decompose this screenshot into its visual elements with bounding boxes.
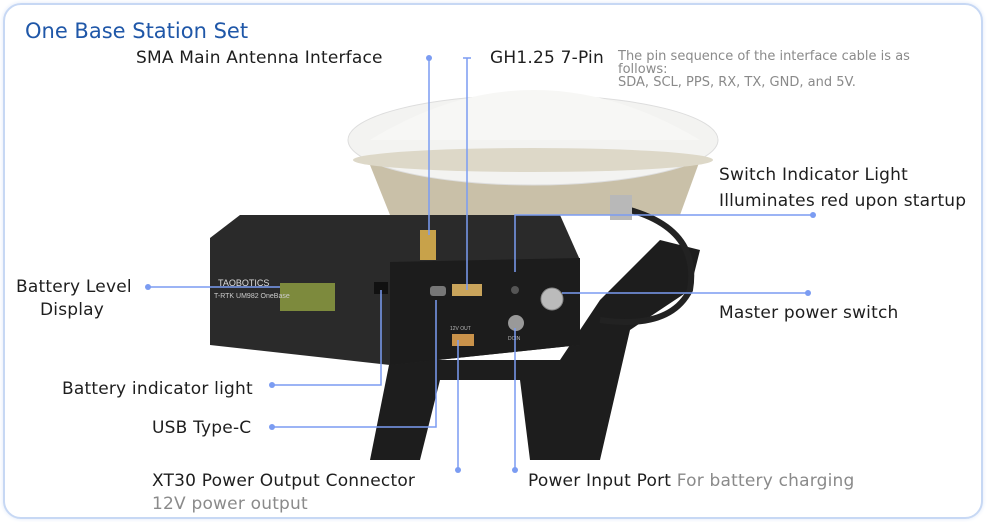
label-xt30-sub: 12V power output (152, 494, 308, 514)
callout-battery-light (272, 290, 382, 386)
gh-note: The pin sequence of the interface cable … (618, 50, 910, 89)
label-sma: SMA Main Antenna Interface (136, 48, 383, 68)
gh-note-line: follows: (618, 62, 668, 77)
label-battery-display-2: Display (40, 300, 105, 320)
label-power-in: Power Input Port For battery charging (528, 471, 854, 491)
label-gh: GH1.25 7-Pin (490, 48, 604, 68)
device-brand: TAOBOTICS (218, 278, 269, 288)
label-power-in-sub: For battery charging (676, 471, 855, 491)
label-battery-display-1: Battery Level (16, 277, 132, 297)
gh-note-line: The pin sequence of the interface cable … (618, 49, 910, 64)
label-power-in-text: Power Input Port (528, 471, 672, 491)
diagram-frame (3, 3, 983, 519)
label-switch-light: Switch Indicator Light (719, 165, 908, 185)
callout-switch-light (514, 214, 813, 272)
callout-lines (148, 57, 813, 470)
lcd-display (280, 283, 335, 311)
gh-note-line: SDA, SCL, PPS, RX, TX, GND, and 5V. (618, 75, 856, 90)
page-title: One Base Station Set (25, 19, 249, 43)
label-xt30: XT30 Power Output Connector (152, 471, 416, 491)
label-switch-light-sub: Illuminates red upon startup (719, 191, 967, 211)
port-label-12v: 12V OUT (450, 326, 471, 332)
tripod (370, 240, 700, 460)
device-model: T-RTK UM982 OneBase (214, 293, 290, 300)
callout-dots (145, 55, 816, 473)
label-battery-light: Battery indicator light (62, 379, 253, 399)
callout-usb (272, 300, 437, 428)
label-usb: USB Type-C (152, 418, 252, 438)
callout-gh (463, 57, 471, 290)
label-master-switch: Master power switch (719, 303, 899, 323)
